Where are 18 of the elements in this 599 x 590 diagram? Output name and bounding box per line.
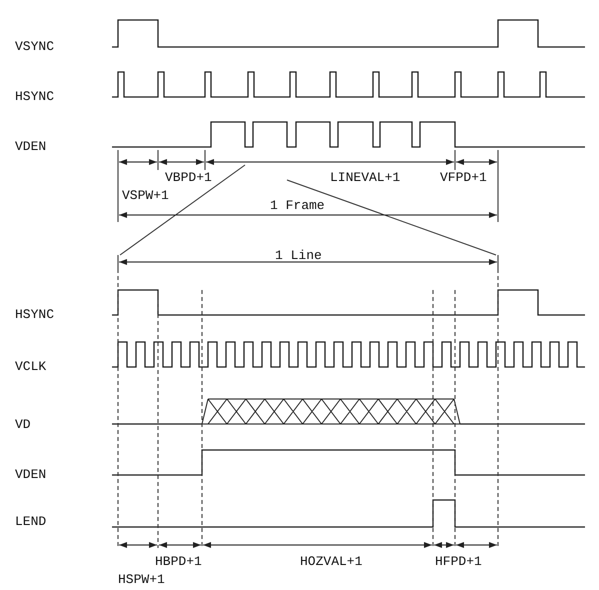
timing-label: LINEVAL+1 bbox=[330, 171, 400, 185]
signal-name: VD bbox=[15, 418, 31, 432]
signal-name: VDEN bbox=[15, 140, 46, 154]
signal-name: LEND bbox=[15, 515, 46, 529]
timing-label: VFPD+1 bbox=[440, 171, 487, 185]
timing-label: HOZVAL+1 bbox=[300, 555, 362, 569]
timing-label: 1 Frame bbox=[270, 199, 325, 213]
signal-name: VDEN bbox=[15, 468, 46, 482]
signal-name: VSYNC bbox=[15, 40, 54, 54]
timing-label: HFPD+1 bbox=[435, 555, 482, 569]
signal-name: HSYNC bbox=[15, 90, 54, 104]
timing-label: 1 Line bbox=[275, 249, 322, 263]
timing-label: VSPW+1 bbox=[122, 189, 169, 203]
timing-label: VBPD+1 bbox=[165, 171, 212, 185]
timing-label: HSPW+1 bbox=[118, 573, 165, 587]
signal-name: VCLK bbox=[15, 360, 46, 374]
timing-label: HBPD+1 bbox=[155, 555, 202, 569]
signal-name: HSYNC bbox=[15, 308, 54, 322]
